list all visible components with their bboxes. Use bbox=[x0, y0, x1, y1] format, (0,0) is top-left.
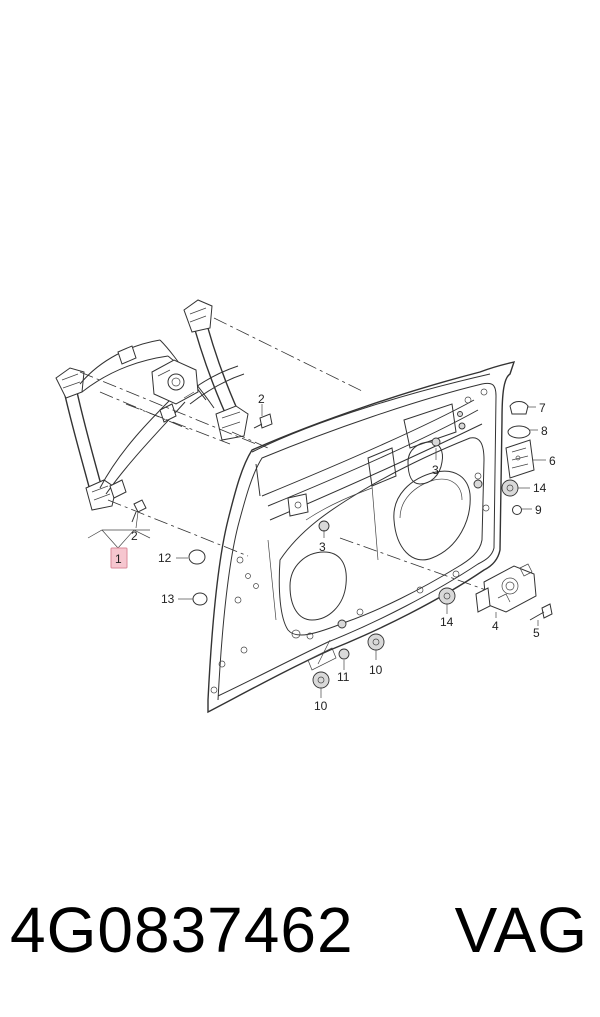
callout-5: 5 bbox=[533, 626, 540, 640]
bolt-icon bbox=[253, 413, 273, 429]
callout-1-highlight bbox=[110, 547, 128, 569]
callout-6: 6 bbox=[549, 454, 556, 468]
callout-9: 9 bbox=[535, 503, 542, 517]
door-panel bbox=[207, 361, 516, 714]
footer: 4G0837462 VAG bbox=[0, 885, 600, 975]
plug-icon bbox=[188, 549, 206, 565]
callout-8: 8 bbox=[541, 424, 548, 438]
window-regulator bbox=[55, 299, 273, 523]
grommet-icon bbox=[438, 587, 456, 605]
callout-14-right: 14 bbox=[533, 481, 547, 495]
callout-3-left: 3 bbox=[319, 540, 326, 554]
window-motor bbox=[475, 563, 537, 613]
callout-bracket bbox=[87, 529, 151, 549]
callout-10-bottom: 10 bbox=[314, 699, 328, 713]
bolt-icon bbox=[131, 499, 147, 523]
callout-14-bottom: 14 bbox=[440, 615, 454, 629]
nut-icon bbox=[318, 520, 330, 532]
callout-7: 7 bbox=[539, 401, 546, 415]
cover-cap-icon bbox=[509, 401, 529, 415]
leader-lines bbox=[135, 404, 546, 698]
part-number: 4G0837462 bbox=[10, 894, 354, 966]
callout-2-top: 2 bbox=[258, 392, 265, 406]
callout-13: 13 bbox=[161, 592, 175, 606]
oval-plug-icon bbox=[507, 425, 531, 439]
callout-4: 4 bbox=[492, 619, 499, 633]
callout-12: 12 bbox=[158, 551, 172, 565]
callout-3-right: 3 bbox=[432, 463, 439, 477]
bolt-icon bbox=[529, 603, 553, 621]
grommet-icon bbox=[312, 671, 330, 689]
grommet-icon bbox=[367, 633, 385, 651]
grommet-icon bbox=[501, 479, 519, 497]
callout-11: 11 bbox=[337, 670, 350, 684]
assembly-lines bbox=[79, 317, 487, 591]
plug-icon bbox=[192, 592, 208, 606]
callout-1: 1 bbox=[115, 552, 122, 566]
brand-name: VAG bbox=[454, 894, 588, 966]
callout-10-right: 10 bbox=[369, 663, 383, 677]
grommet-icon bbox=[338, 648, 350, 660]
callout-2-bottom: 2 bbox=[131, 529, 138, 543]
clip-icon bbox=[512, 505, 522, 515]
lock-bracket bbox=[505, 439, 535, 479]
